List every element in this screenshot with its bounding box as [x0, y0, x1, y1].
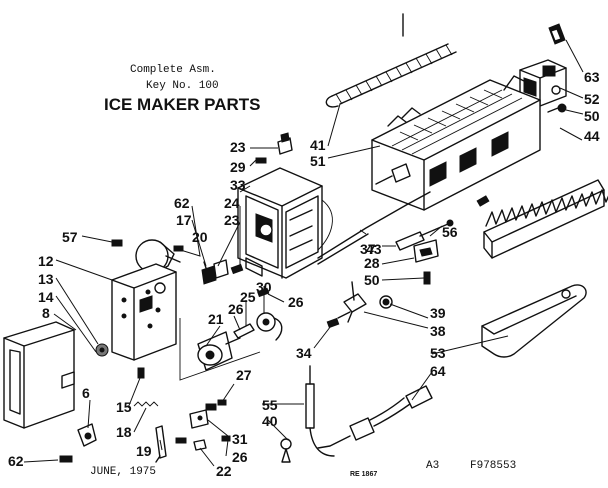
leader-lines — [23, 39, 584, 467]
part-31-switch — [189, 403, 217, 429]
part-19-arm — [155, 425, 167, 463]
part-18-spring — [133, 401, 159, 407]
callout-30: 30 — [256, 279, 272, 295]
callout-18: 18 — [116, 424, 132, 440]
callout-40: 40 — [262, 413, 278, 429]
part-25-spring — [233, 323, 255, 339]
part-33-housing — [237, 167, 333, 279]
callout-13: 13 — [38, 271, 54, 287]
part-23-clip-top — [277, 132, 293, 155]
callout-53: 53 — [430, 345, 446, 361]
part-12-mounting-plate — [111, 263, 177, 361]
callout-14: 14 — [38, 289, 54, 305]
part-56-screw — [476, 195, 490, 207]
part-44-stripper-comb — [483, 179, 608, 259]
callout-62-bottom: 62 — [8, 453, 24, 469]
part-23-lever-middle — [213, 259, 229, 279]
callout-55: 55 — [262, 397, 278, 413]
callout-23-middle: 23 — [224, 212, 240, 228]
callout-44: 44 — [584, 128, 600, 144]
part-29-screw — [255, 157, 267, 164]
callout-26-c: 26 — [232, 449, 248, 465]
callout-50-top: 50 — [584, 108, 600, 124]
callout-56: 56 — [442, 224, 458, 240]
part-24-screw — [230, 263, 244, 275]
part-63-cap — [548, 23, 566, 45]
diagram-title: ICE MAKER PARTS — [104, 95, 260, 114]
callout-38: 38 — [430, 323, 446, 339]
part-52-mount-block — [519, 59, 567, 107]
part-21-motor — [197, 331, 241, 371]
callout-28: 28 — [364, 255, 380, 271]
part-22-clip — [193, 439, 207, 451]
callout-17: 17 — [176, 212, 192, 228]
part-20-lever — [201, 261, 217, 285]
motor-group-outline — [179, 318, 261, 381]
part-27-screw — [217, 399, 227, 406]
footer-code-a3: A3 — [426, 460, 439, 472]
part-50-screw-middle — [423, 271, 431, 285]
part-51-ice-mold — [371, 75, 541, 211]
part-41-heater-coil — [325, 43, 457, 108]
callout-57: 57 — [62, 229, 78, 245]
callout-26-a: 26 — [288, 294, 304, 310]
footer-date: JUNE, 1975 — [90, 466, 156, 478]
part-64-wire-harness — [317, 385, 433, 449]
callout-15: 15 — [116, 399, 132, 415]
callout-63: 63 — [584, 69, 600, 85]
callout-6: 6 — [82, 385, 90, 401]
callout-23-top: 23 — [230, 139, 246, 155]
part-53-mounting-plate — [481, 284, 587, 358]
callout-64: 64 — [430, 363, 446, 379]
callout-29: 29 — [230, 159, 246, 175]
part-26-screw-c — [221, 435, 231, 442]
callout-22: 22 — [216, 463, 232, 479]
callout-50-middle: 50 — [364, 272, 380, 288]
callout-12: 12 — [38, 253, 54, 269]
part-40-connector — [280, 438, 292, 463]
callout-51: 51 — [310, 153, 326, 169]
callout-31: 31 — [232, 431, 248, 447]
key-number-label: Key No. 100 — [146, 80, 219, 92]
part-55-probe — [305, 365, 335, 457]
part-43-thermostat — [395, 219, 454, 251]
callout-20: 20 — [192, 229, 208, 245]
part-6-bracket — [77, 423, 97, 447]
callout-52: 52 — [584, 91, 600, 107]
part-50-screw-top — [547, 103, 567, 113]
complete-asm-label: Complete Asm. — [130, 64, 216, 76]
part-13-cam-gear — [95, 343, 109, 357]
callout-43: 43 — [366, 241, 382, 257]
callout-27: 27 — [236, 367, 252, 383]
callout-62-top: 62 — [174, 195, 190, 211]
callout-19: 19 — [136, 443, 152, 459]
part-62-screw-bottom — [59, 455, 73, 463]
part-30-gear — [256, 312, 283, 341]
callout-41: 41 — [310, 137, 326, 153]
callout-21: 21 — [208, 311, 224, 327]
callout-34: 34 — [296, 345, 312, 361]
part-28-bracket — [413, 239, 439, 263]
part-57-screw — [111, 239, 123, 247]
callout-37: 37 — [360, 241, 376, 257]
callout-8: 8 — [42, 305, 50, 321]
callout-26-b: 26 — [228, 301, 244, 317]
callout-33: 33 — [230, 177, 246, 193]
part-38-switch-bracket — [337, 281, 367, 323]
part-15-screw — [137, 367, 145, 379]
part-39-nut — [379, 295, 393, 309]
part-26-screw-b — [175, 437, 187, 444]
callout-labels: 63 52 50 44 41 51 23 29 33 24 23 62 17 2… — [8, 69, 600, 479]
callout-39: 39 — [430, 305, 446, 321]
footer-figure-id: F978553 — [470, 460, 516, 472]
part-37-shaft-wire — [317, 191, 431, 265]
footer-stamp: RE 1867 — [350, 471, 377, 478]
callout-24: 24 — [224, 195, 240, 211]
part-8-front-cover — [3, 321, 75, 429]
callout-25: 25 — [240, 289, 256, 305]
